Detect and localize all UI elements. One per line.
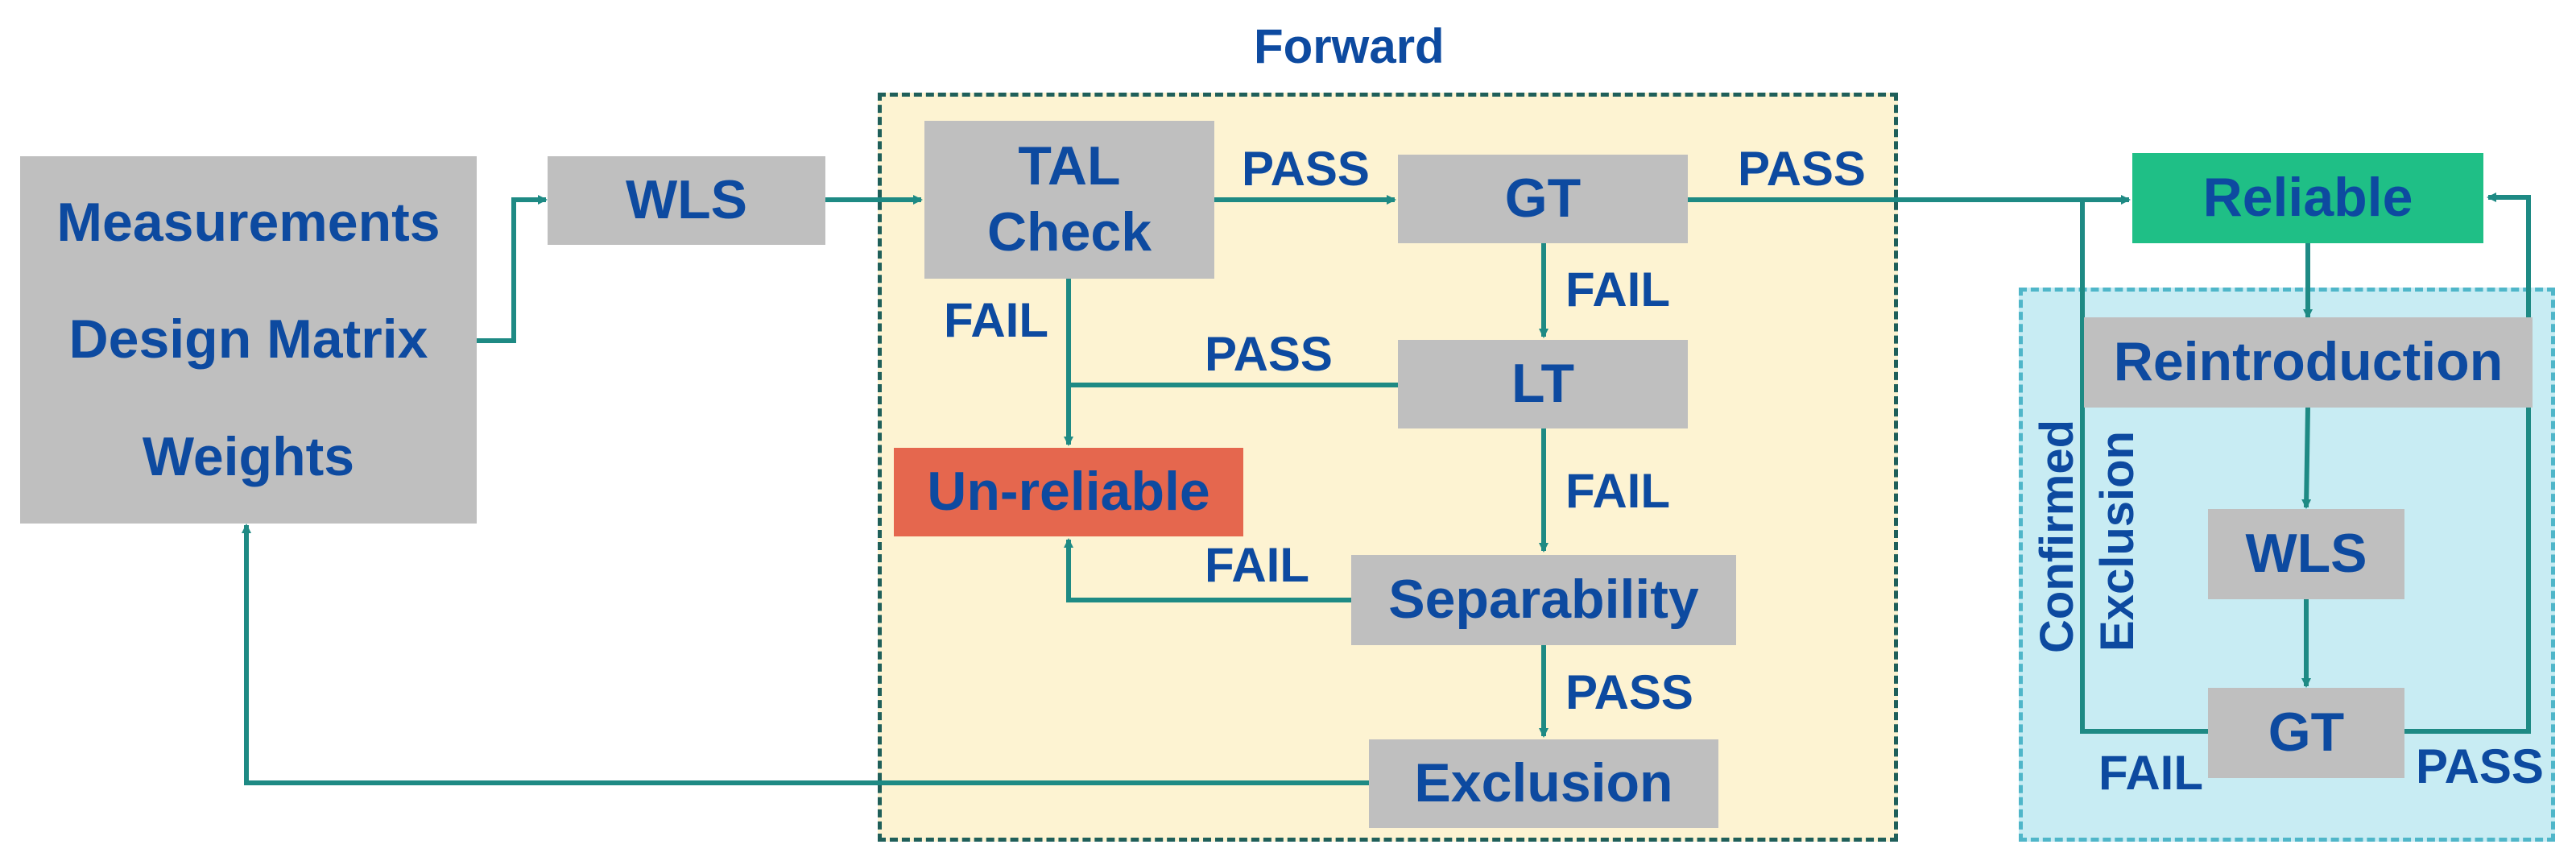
label-fail-gt-lt: FAIL [1565, 263, 1670, 317]
label-pass-sep-excl: PASS [1565, 665, 1693, 719]
separability-label: Separability [1388, 569, 1699, 631]
forward-title: Forward [1254, 19, 1445, 73]
line-gt-fail-confirmed [2080, 200, 2208, 734]
measurements-label: Measurements [56, 191, 440, 253]
label-pass-back-gt: PASS [2416, 739, 2544, 793]
wls-label: WLS [625, 169, 748, 231]
confirmed-exclusion-line2: Exclusion [2091, 431, 2144, 652]
design-matrix-label: Design Matrix [68, 308, 428, 370]
lt-box: LT [1398, 340, 1688, 428]
label-pass-tal-gt: PASS [1242, 142, 1370, 196]
label-pass-gt-reliable: PASS [1738, 142, 1866, 196]
arrow-gt-pass-reliable [2404, 192, 2531, 734]
label-fail-back-gt: FAIL [2098, 746, 2203, 800]
lt-label: LT [1511, 353, 1575, 415]
arrow-sep-unreliable [1064, 538, 1351, 602]
label-fail-lt-sep: FAIL [1565, 464, 1670, 518]
unreliable-label: Un-reliable [927, 461, 1210, 523]
confirmed-exclusion-line1: Confirmed [2031, 420, 2083, 653]
tal-label: TAL [1018, 135, 1121, 197]
unreliable-box: Un-reliable [894, 448, 1243, 536]
back-gt-label: GT [2268, 702, 2345, 764]
exclusion-box: Exclusion [1369, 739, 1718, 828]
reintroduction-label: Reintroduction [2113, 331, 2504, 393]
check-label: Check [986, 201, 1152, 263]
gt-box: GT [1398, 155, 1688, 243]
inputs-box: Measurements Design Matrix Weights [20, 156, 477, 524]
exclusion-label: Exclusion [1414, 752, 1673, 814]
label-fail-tal: FAIL [944, 293, 1048, 347]
label-fail-sep: FAIL [1205, 538, 1309, 592]
back-gt-box: GT [2208, 688, 2404, 778]
tal-check-box: TAL Check [924, 121, 1214, 279]
reliable-box: Reliable [2132, 153, 2483, 243]
separability-box: Separability [1351, 555, 1736, 645]
label-pass-lt: PASS [1205, 327, 1333, 381]
back-wls-box: WLS [2208, 509, 2404, 599]
reliable-label: Reliable [2202, 167, 2413, 229]
arrow-excl-inputs [242, 524, 1369, 785]
arrow-reint-wls [2301, 407, 2312, 509]
arrow-inputs-wls [477, 195, 548, 343]
weights-label: Weights [142, 425, 355, 487]
reintroduction-box: Reintroduction [2084, 317, 2533, 408]
back-wls-label: WLS [2245, 523, 2367, 585]
gt-label: GT [1504, 168, 1582, 230]
wls-box: WLS [548, 156, 825, 245]
